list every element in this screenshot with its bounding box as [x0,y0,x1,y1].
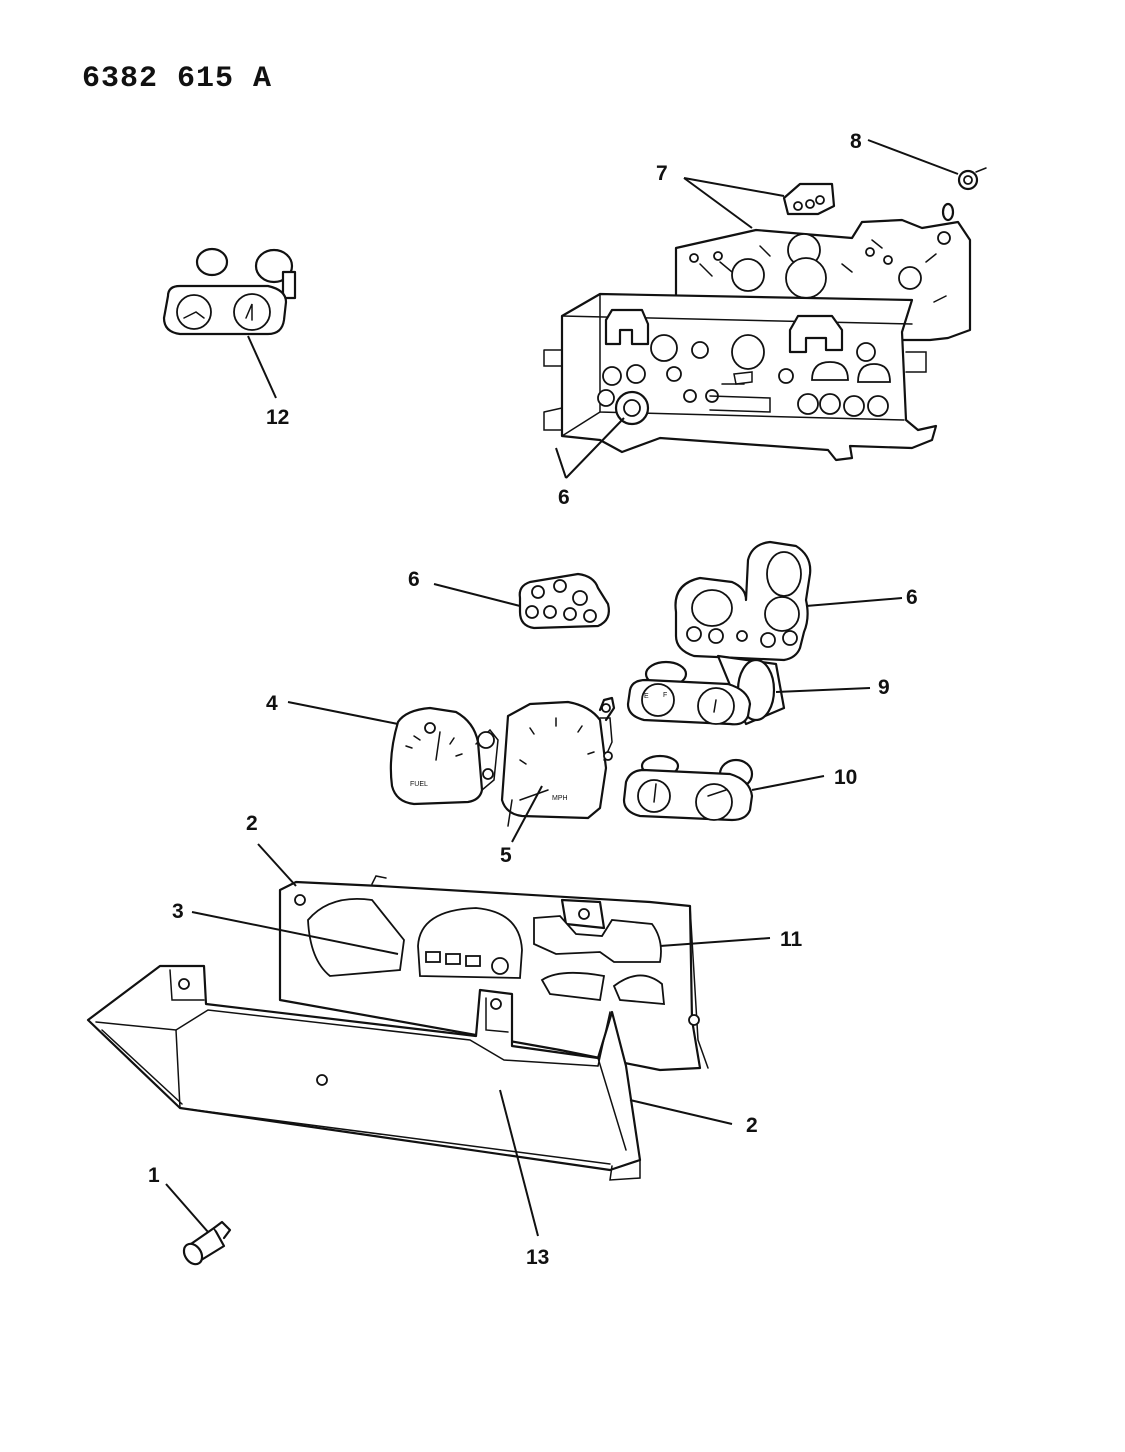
svg-text:E: E [644,693,649,700]
part-4-fuel-gauge: FUEL [389,706,499,806]
callout-6-small-gasket: 6 [408,568,420,591]
part-6-large-gasket [674,540,812,662]
callout-8: 8 [850,130,862,153]
callout-9: 9 [878,676,890,699]
part-9-gauge-pod: E F [626,654,786,726]
part-1-reset-knob [182,1220,232,1266]
callout-6-large-gasket: 6 [906,586,918,609]
part-2-cluster-mask [278,875,709,1072]
callout-4: 4 [266,692,278,715]
part-7-connector [782,182,836,216]
document-id: 6382 615 A [82,62,272,96]
callout-3: 3 [172,900,184,923]
callout-11: 11 [780,928,803,951]
callout-2-mask: 2 [246,812,258,835]
callout-labels: 7 8 12 6 6 6 9 4 5 10 2 3 11 2 1 13 [148,130,918,1269]
part-10-gauge-pod [622,754,754,822]
svg-text:F: F [663,692,667,699]
callout-10: 10 [834,766,857,789]
part-8-bulb-socket [941,167,987,222]
callout-13: 13 [526,1246,549,1269]
svg-text:FUEL: FUEL [410,781,428,788]
part-12-gauge-pod [162,247,297,336]
svg-text:MPH: MPH [552,795,568,802]
callout-1: 1 [148,1164,160,1187]
part-13-cluster-bezel [86,964,642,1181]
part-5-speedometer: MPH [500,696,616,827]
callout-5: 5 [500,844,512,867]
leader-lines [165,139,959,1237]
callout-2-bezel: 2 [746,1114,758,1137]
part-6-cluster-housing [543,292,938,462]
part-6-small-gasket [518,572,610,630]
callout-12: 12 [266,406,289,429]
callout-7: 7 [656,162,668,185]
callout-6-housing: 6 [558,486,570,509]
